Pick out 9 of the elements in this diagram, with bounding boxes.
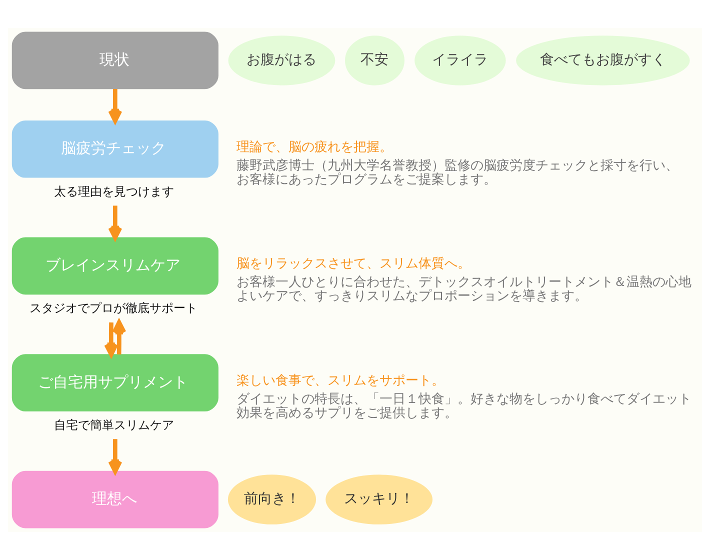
node-label: 藤野武彦博士（九州大学名誉教授）監修の脳疲労度チェックと採寸を行い、お客様にあったプログラムをご提案します。 [236, 158, 678, 188]
node-label: 脳をリラックスさせて、スリム体質へ。 [236, 256, 470, 272]
node-label: 楽しい食事で、スリムをサポート。 [236, 373, 444, 388]
node-label: 太る理由を見つけます [54, 184, 174, 198]
node-label: お客様一人ひとりに合わせた、デトックスオイルトリートメント＆温熱の心地よいケアで、すっきりスリムなプロポーションを導きます。 [236, 275, 692, 304]
node-label: ダイエットの特長は、「一日１快食」。好きな物をしっかり食べてダイエット効果を高めるサプリをご提供します。 [236, 392, 692, 421]
node-label: 理論で、脳の疲れを把握。 [236, 140, 392, 155]
node-label: 自宅で簡単スリムケア [54, 418, 174, 432]
node-label: スタジオでプロが徹底サポート [30, 301, 198, 316]
